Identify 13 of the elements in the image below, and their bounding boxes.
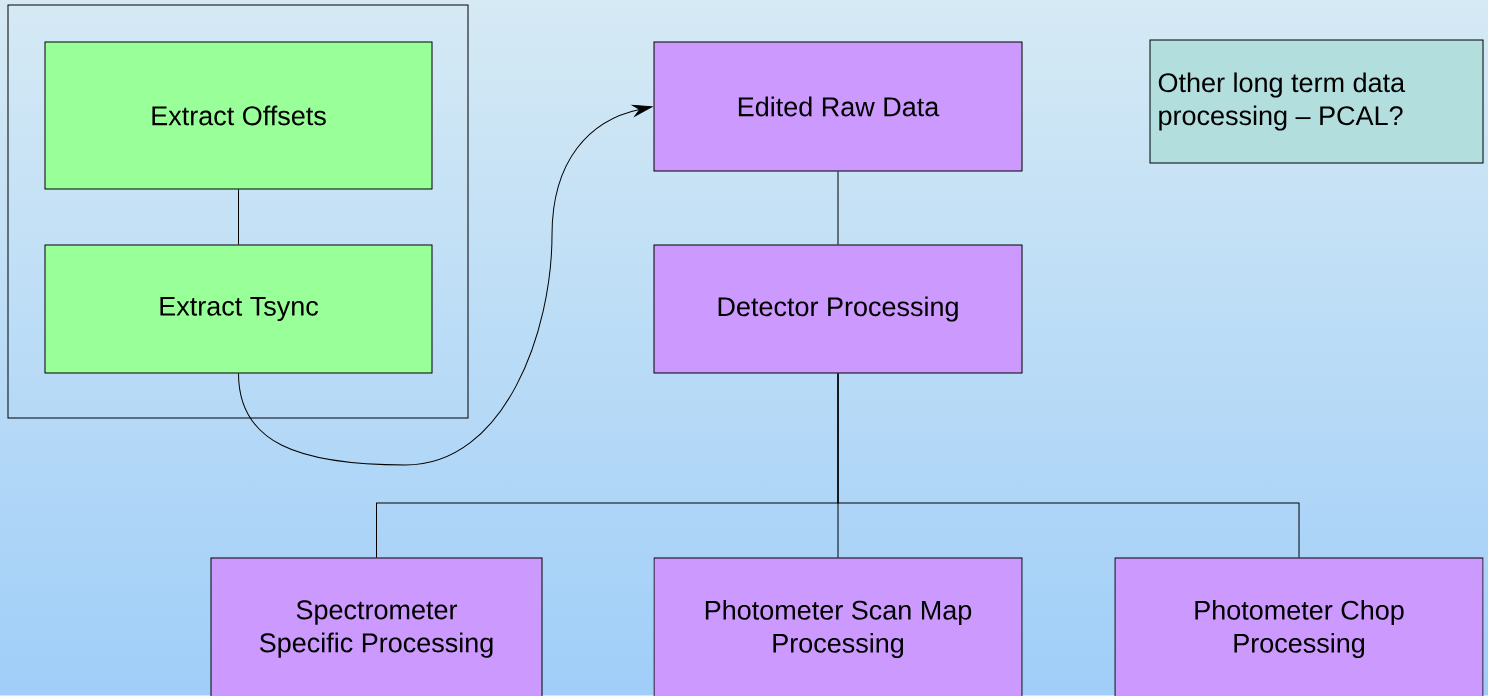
process-box: Edited Raw Data xyxy=(653,41,1023,172)
process-box: Extract Tsync xyxy=(44,244,433,374)
process-box: Detector Processing xyxy=(653,244,1023,374)
process-box: Photometer Chop Processing xyxy=(1114,557,1484,696)
process-box: Extract Offsets xyxy=(44,41,433,190)
note-box: Other long term data processing – PCAL? xyxy=(1149,39,1484,164)
process-box: Spectrometer Specific Processing xyxy=(210,557,543,696)
process-box: Photometer Scan Map Processing xyxy=(653,557,1023,696)
connector-line xyxy=(238,189,239,245)
connector-line xyxy=(837,373,1300,558)
container-box xyxy=(7,4,469,419)
curved-arrow xyxy=(238,104,653,466)
connector-line xyxy=(837,171,839,245)
